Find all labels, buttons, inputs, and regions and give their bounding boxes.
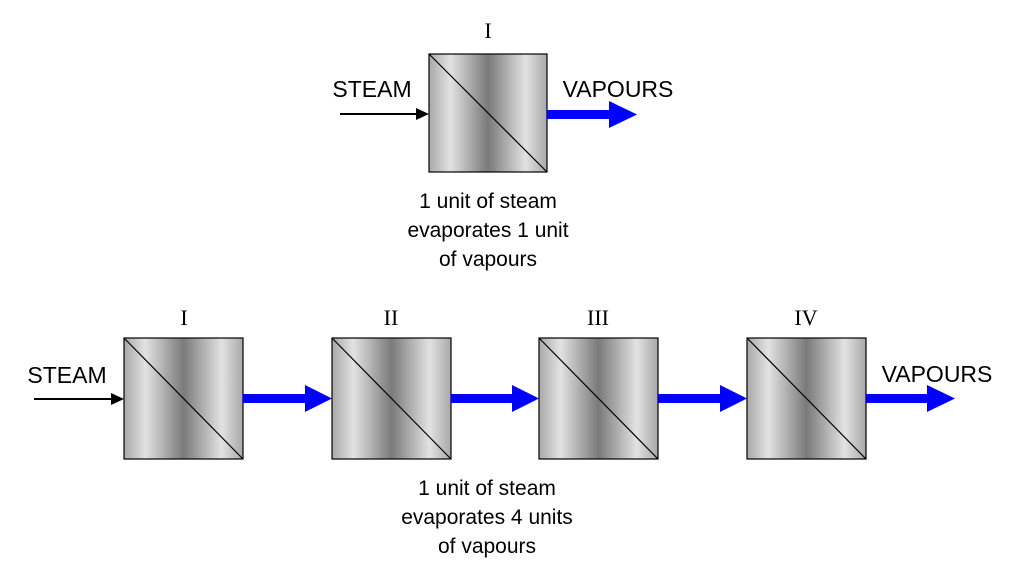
multi-stage-label-2: II (384, 305, 399, 330)
single-caption-line-2: evaporates 1 unit (407, 219, 568, 242)
single-steam-arrow (340, 108, 429, 120)
single-evaporator-box (428, 53, 548, 173)
multi-evaporator-box-3 (538, 337, 659, 460)
multi-vapours-label: VAPOURS (882, 361, 993, 387)
multi-vapour-arrow-2-3 (451, 385, 539, 412)
single-stage-label: I (484, 18, 491, 43)
multiple-effect-group: I II III IV STEAM (27, 305, 992, 558)
multi-vapour-arrow-1-2 (243, 385, 332, 412)
multi-vapour-arrow-3-4 (658, 385, 747, 412)
multi-stage-label-1: I (180, 305, 187, 330)
single-effect-group: I STEAM VAPOURS 1 unit of steam evaporat… (332, 18, 673, 271)
multi-caption-line-2: evaporates 4 units (401, 506, 573, 529)
single-steam-label: STEAM (332, 76, 411, 102)
multi-stage-label-4: IV (794, 305, 817, 330)
single-vapour-arrow (547, 101, 637, 128)
multi-caption: 1 unit of steam evaporates 4 units of va… (401, 477, 573, 558)
multi-evaporator-box-4 (746, 337, 867, 460)
multi-steam-label: STEAM (27, 362, 106, 388)
single-caption-line-1: 1 unit of steam (419, 190, 557, 213)
multi-steam-arrow (34, 393, 124, 405)
multi-evaporator-box-2 (331, 337, 452, 460)
multi-vapour-arrow-out (866, 385, 955, 412)
single-caption-line-3: of vapours (439, 248, 537, 271)
multi-caption-line-1: 1 unit of steam (418, 477, 556, 500)
single-vapours-label: VAPOURS (563, 76, 674, 102)
single-caption: 1 unit of steam evaporates 1 unit of vap… (407, 190, 568, 271)
multi-caption-line-3: of vapours (438, 535, 536, 558)
multi-stage-label-3: III (587, 305, 609, 330)
multi-evaporator-box-1 (123, 337, 244, 460)
